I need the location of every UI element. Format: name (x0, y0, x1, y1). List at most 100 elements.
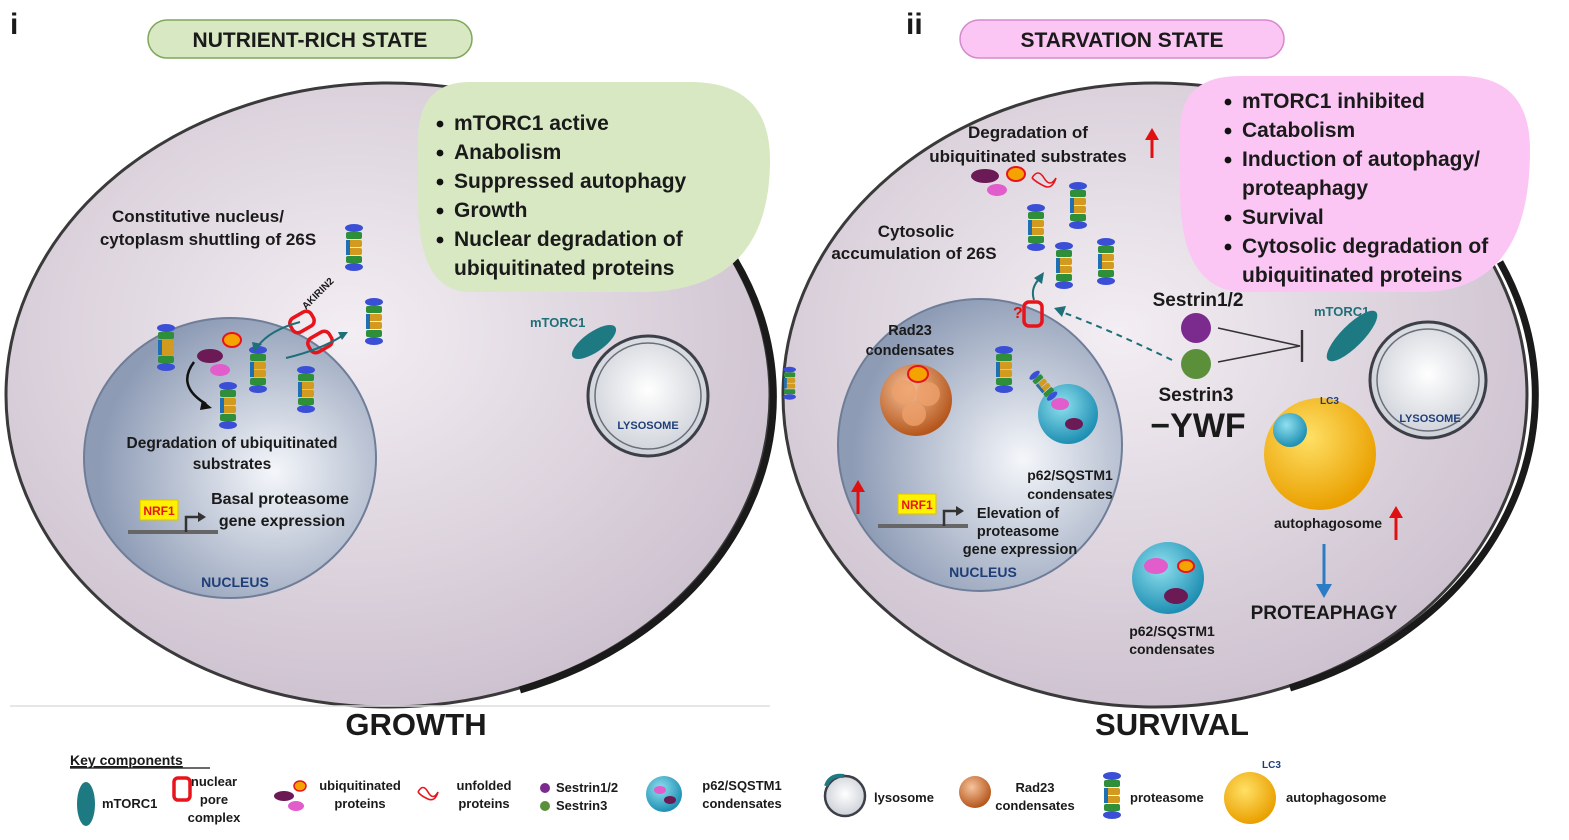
ubiquitinated-protein-icon (987, 184, 1007, 196)
shuttling-label-2: cytoplasm shuttling of 26S (100, 230, 316, 249)
key-rad23-2: condensates (995, 798, 1074, 813)
rad23-cargo (907, 365, 929, 383)
arrow-head (1316, 584, 1332, 598)
expression-label-ii-2: proteasome (977, 524, 1059, 540)
unfolded-protein-icon (1031, 172, 1057, 188)
key-unfolded-2: proteins (458, 796, 509, 811)
nuclear-pore-icon (1022, 300, 1044, 328)
p62-cargo (1177, 559, 1195, 573)
mtorc1-icon (1326, 310, 1378, 362)
p62-cargo (1051, 398, 1069, 410)
key-ub-2: proteins (334, 796, 385, 811)
bullet-ii-4: proteaphagy (1242, 177, 1368, 200)
autophagosome-label: autophagosome (1274, 515, 1382, 531)
up-arrow-icon (1145, 128, 1159, 158)
question-mark: ? (1013, 305, 1023, 322)
expression-label-i-2: gene expression (219, 513, 345, 530)
expression-label-ii-3: gene expression (963, 542, 1077, 558)
rad23-subunit (916, 382, 940, 406)
ubiquitinated-protein-icon (1006, 166, 1026, 182)
lysosome-label-i: LYSOSOME (617, 420, 678, 432)
p62-cargo (1065, 418, 1083, 430)
key-title: Key components (70, 752, 183, 768)
sestrin12-icon (1181, 313, 1211, 343)
shuttle-arrow-out (285, 335, 343, 359)
key-proteasome: proteasome (1130, 790, 1204, 805)
rad23-subunit (892, 380, 916, 404)
mtorc1-icon (77, 782, 95, 826)
bullet-i-3: Suppressed autophagy (454, 170, 687, 193)
cell-i-shadow (519, 258, 777, 694)
arrow-head (200, 400, 212, 410)
ubiquitinated-protein-icon (222, 332, 242, 348)
nrf1-label-ii: NRF1 (901, 498, 933, 512)
promoter-arrow-i (184, 515, 200, 532)
key-lysosome: lysosome (874, 790, 934, 805)
bullet-i-2: Anabolism (454, 141, 561, 164)
ubiquitinated-protein-icon (197, 349, 223, 363)
proteaphagy-label: PROTEAPHAGY (1251, 603, 1398, 624)
sestrin3-icon (540, 801, 550, 811)
proteasome-icon (1103, 772, 1121, 819)
p62-cargo (1164, 588, 1188, 604)
nuclear-pore-icon (288, 309, 334, 355)
info-bubble-ii (1180, 76, 1530, 292)
degradation-label-i-2: substrates (193, 456, 271, 473)
key-sestrin3: Sestrin3 (556, 798, 607, 813)
key-mtorc1: mTORC1 (102, 796, 157, 811)
lysosome-icon (823, 774, 867, 818)
key-ub-1: ubiquitinated (319, 778, 401, 793)
bullet-i-1: mTORC1 active (454, 112, 609, 135)
bullet-ii-5: Survival (1242, 206, 1324, 229)
ubiquitinated-protein-icon (288, 801, 304, 811)
state-pill-i (147, 19, 473, 59)
lysosome-inner-membrane (1376, 328, 1480, 432)
state-title-ii: STARVATION STATE (1021, 29, 1224, 52)
expression-label-i-1: Basal proteasome (211, 491, 349, 508)
ubiquitinated-protein-icon (293, 780, 307, 792)
key-sestrin12: Sestrin1/2 (556, 780, 618, 795)
state-pill-ii (959, 19, 1285, 59)
key-rad23-1: Rad23 (1015, 780, 1054, 795)
p62-nucleus-label-1: p62/SQSTM1 (1027, 467, 1113, 483)
degradation-label-i-1: Degradation of ubiquitinated (127, 435, 338, 452)
shuttling-label-1: Constitutive nucleus/ (112, 207, 284, 226)
bullet-ii-6: Cytosolic degradation of (1242, 235, 1489, 258)
key-npc-2: pore (200, 792, 228, 807)
up-arrow-icon (1389, 506, 1403, 540)
degradation-arrow (186, 361, 207, 406)
key-lc3: LC3 (1262, 760, 1281, 771)
bullet-i-4: Growth (454, 199, 528, 222)
key-npc-1: nuclear (191, 774, 237, 789)
up-arrow-icon (851, 480, 865, 514)
rad23-subunit (902, 402, 926, 426)
key-p62-2: condensates (702, 796, 781, 811)
mtorc1-label-ii: mTORC1 (1314, 304, 1369, 319)
lc3-label-ii: LC3 (1320, 396, 1339, 407)
p62-cargo (1144, 558, 1168, 574)
lysosome-icon (1368, 320, 1488, 440)
sestrin3-label: Sestrin3 (1159, 385, 1234, 406)
nuclear-pore-icon (172, 776, 192, 802)
key-p62-1: p62/SQSTM1 (702, 778, 781, 793)
unfolded-protein-icon (417, 786, 439, 801)
rad23-label-1: Rad23 (888, 323, 932, 339)
nucleus-label-i: NUCLEUS (201, 574, 269, 590)
p62-condensate-icon (646, 776, 682, 812)
bullet-i-5: Nuclear degradation of (454, 228, 684, 251)
p62-cyto-label-2: condensates (1129, 641, 1215, 657)
panel-ii: ii STARVATION STATE mTORC1 inhibited Cat… (781, 8, 1539, 742)
autophagosome-icon (1264, 398, 1376, 510)
ywf-label: −YWF (1150, 407, 1245, 445)
sestrin12-label: Sestrin1/2 (1153, 290, 1244, 311)
p62-cyto-label-1: p62/SQSTM1 (1129, 623, 1215, 639)
arrow-head (198, 512, 206, 522)
ubiquitinated-protein-icon (210, 364, 230, 376)
p62-cargo (664, 796, 676, 804)
p62-condensate-icon (1273, 413, 1307, 447)
key-autophagosome: autophagosome (1286, 790, 1386, 805)
key-unfolded-1: unfolded (457, 778, 512, 793)
info-bubble-i (418, 82, 770, 292)
bullet-list-i: mTORC1 active Anabolism Suppressed autop… (436, 112, 687, 280)
